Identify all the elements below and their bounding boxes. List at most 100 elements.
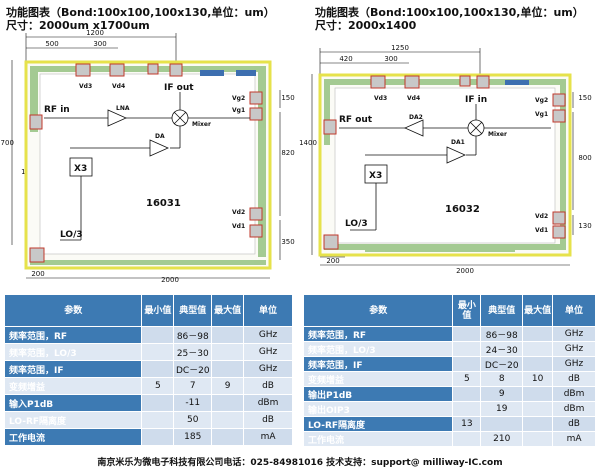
value-cell xyxy=(522,386,554,402)
value-cell xyxy=(211,411,245,429)
svg-text:Vg1: Vg1 xyxy=(535,111,548,118)
svg-text:420: 420 xyxy=(339,55,352,63)
param-name-cell: 频率范围，IF xyxy=(3,360,143,378)
svg-text:Vd4: Vd4 xyxy=(112,83,125,90)
header-unit: 单位 xyxy=(552,294,596,327)
value-cell xyxy=(211,360,245,378)
svg-text:Vd2: Vd2 xyxy=(232,209,245,216)
svg-text:Vd1: Vd1 xyxy=(535,227,548,234)
value-cell: GHz xyxy=(552,356,596,372)
value-cell: 7 xyxy=(173,377,213,395)
svg-text:RF out: RF out xyxy=(339,115,373,125)
param-name-cell: 频率范围，LO/3 xyxy=(3,343,143,361)
value-cell: GHz xyxy=(243,326,293,344)
header-typ: 典型值 xyxy=(173,294,213,327)
header-param: 参数 xyxy=(3,294,143,327)
value-cell xyxy=(452,401,482,417)
value-cell xyxy=(452,431,482,447)
svg-text:150: 150 xyxy=(578,94,591,102)
value-cell: dBm xyxy=(243,394,293,412)
svg-text:2000: 2000 xyxy=(456,267,474,275)
param-name-cell: 输出OIP3 xyxy=(302,401,454,417)
value-cell xyxy=(452,356,482,372)
header-min: 最小值 xyxy=(452,294,482,327)
svg-text:300: 300 xyxy=(93,40,106,48)
svg-text:2000: 2000 xyxy=(161,276,179,284)
value-cell: 8 xyxy=(480,371,524,387)
svg-text:Mixer: Mixer xyxy=(192,121,211,128)
svg-text:Vd4: Vd4 xyxy=(407,95,420,102)
table-row: 频率范围，LO/3 24－30 GHz xyxy=(302,341,596,357)
svg-text:LNA: LNA xyxy=(116,105,130,112)
svg-text:820: 820 xyxy=(281,149,294,157)
svg-text:DA: DA xyxy=(155,133,165,140)
value-cell: GHz xyxy=(243,343,293,361)
value-cell: 185 xyxy=(173,428,213,446)
value-cell xyxy=(211,343,245,361)
left-chip-svg: 1200 500 300 1700 1220 150 820 350 200 2… xyxy=(0,29,295,284)
right-size: 尺寸：2000x1400 xyxy=(315,19,417,32)
param-name-cell: 频率范围，IF xyxy=(302,356,454,372)
value-cell: 210 xyxy=(480,431,524,447)
value-cell: 9 xyxy=(211,377,245,395)
svg-text:Mixer: Mixer xyxy=(488,131,507,138)
svg-text:DA1: DA1 xyxy=(451,139,465,146)
value-cell: dB xyxy=(243,411,293,429)
table-row: LO-RF隔离度 50 dB xyxy=(3,411,293,429)
value-cell: 10 xyxy=(522,371,554,387)
svg-text:RF in: RF in xyxy=(44,105,70,115)
value-cell: dB xyxy=(552,416,596,432)
svg-text:Vd1: Vd1 xyxy=(232,223,245,230)
value-cell xyxy=(211,326,245,344)
value-cell xyxy=(452,326,482,342)
param-name-cell: 工作电流 xyxy=(3,428,143,446)
value-cell: dB xyxy=(243,377,293,395)
svg-text:Vg2: Vg2 xyxy=(535,97,548,104)
value-cell xyxy=(452,386,482,402)
right-title: 功能图表（Bond:100x100,100x130,单位：um） xyxy=(315,6,584,19)
svg-text:350: 350 xyxy=(281,238,294,246)
svg-text:150: 150 xyxy=(281,94,294,102)
value-cell: 50 xyxy=(173,411,213,429)
value-cell: 5 xyxy=(141,377,175,395)
svg-text:1200: 1200 xyxy=(86,29,104,37)
value-cell: mA xyxy=(243,428,293,446)
value-cell: 13 xyxy=(452,416,482,432)
svg-text:16032: 16032 xyxy=(445,204,480,215)
left-chip-diagram: 1200 500 300 1700 1220 150 820 350 200 2… xyxy=(0,29,300,285)
value-cell xyxy=(141,394,175,412)
value-cell: dBm xyxy=(552,401,596,417)
value-cell: 24－30 xyxy=(480,341,524,357)
right-chip-svg: 1250 420 300 1400 950 150 800 130 200 20… xyxy=(299,44,592,275)
svg-text:IF in: IF in xyxy=(465,95,487,105)
value-cell: GHz xyxy=(552,341,596,357)
value-cell xyxy=(522,416,554,432)
svg-text:1400: 1400 xyxy=(299,139,317,147)
param-name-cell: 变频增益 xyxy=(3,377,143,395)
param-name-cell: LO-RF隔离度 xyxy=(3,411,143,429)
value-cell xyxy=(141,326,175,344)
param-name-cell: LO-RF隔离度 xyxy=(302,416,454,432)
svg-text:200: 200 xyxy=(31,270,44,278)
value-cell xyxy=(452,341,482,357)
svg-text:X3: X3 xyxy=(74,164,87,174)
header-max: 最大值 xyxy=(522,294,554,327)
param-name-cell: 频率范围，RF xyxy=(3,326,143,344)
svg-text:500: 500 xyxy=(45,40,58,48)
svg-text:Vd3: Vd3 xyxy=(79,83,92,90)
svg-text:200: 200 xyxy=(326,257,339,265)
header-max: 最大值 xyxy=(211,294,245,327)
svg-text:Vg1: Vg1 xyxy=(232,107,245,114)
value-cell xyxy=(141,428,175,446)
value-cell: DC－20 xyxy=(173,360,213,378)
param-name-cell: 频率范围，LO/3 xyxy=(302,341,454,357)
svg-text:LO/3: LO/3 xyxy=(345,219,368,229)
